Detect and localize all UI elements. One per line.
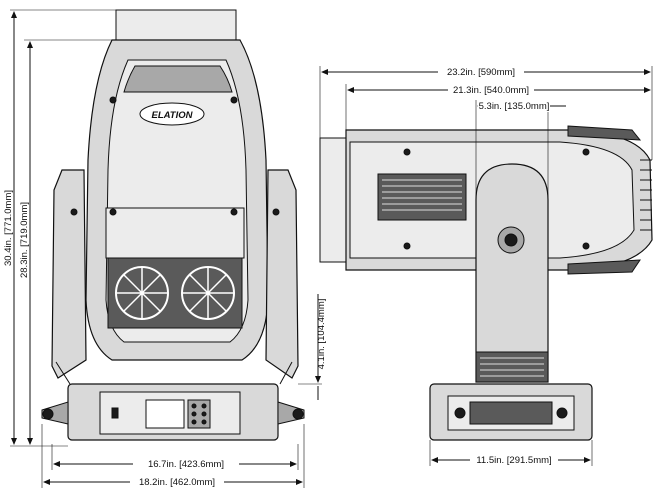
side-view — [319, 125, 653, 441]
side-base-grille — [469, 401, 553, 425]
front-key — [201, 411, 207, 417]
dim-base-height: 4.1in. [104.4mm] — [316, 299, 327, 370]
dim-side-overall-length: 23.2in. [590mm] — [447, 67, 515, 78]
front-handle-right-knob — [292, 408, 304, 420]
front-screw — [70, 208, 78, 216]
front-yoke-arm-right — [265, 169, 299, 379]
dim-label-bg — [130, 475, 224, 488]
side-screw — [403, 148, 411, 156]
side-dimensions: 23.2in. [590mm] 21.3in. [540.0mm] 5.3in.… — [319, 65, 653, 466]
front-fan-left-blades — [116, 267, 168, 319]
side-screw — [582, 242, 590, 250]
dim-base-width-front: 18.2in. [462.0mm] — [139, 477, 215, 488]
front-center-panel — [105, 207, 245, 259]
dim-head-height: 28.3in. [719.0mm] — [19, 202, 30, 278]
dim-label-bg — [133, 457, 239, 470]
side-arm-vent — [475, 351, 549, 383]
front-key — [201, 403, 207, 409]
front-screw — [230, 208, 238, 216]
side-tilt-hub-center — [504, 233, 518, 247]
front-keypad — [187, 399, 211, 429]
front-handle-left-knob — [42, 408, 54, 420]
front-fan-right-blades — [182, 267, 234, 319]
side-top-trim — [567, 125, 642, 141]
front-screw — [109, 96, 117, 104]
side-base-knob — [556, 407, 568, 419]
dim-label-bg — [478, 99, 550, 112]
front-yoke-arm-left — [51, 169, 87, 379]
front-connector — [111, 407, 119, 419]
front-logo-badge — [139, 102, 205, 126]
front-screw — [230, 96, 238, 104]
front-view: ELATION — [41, 9, 305, 441]
side-arm-vent-slats — [480, 357, 544, 377]
side-vent-slats — [382, 179, 462, 211]
front-screw — [272, 208, 280, 216]
side-screw — [403, 242, 411, 250]
front-dimensions: 30.4in. [771.0mm] 28.3in. [719.0mm] 4.1i… — [3, 9, 327, 488]
front-key — [191, 411, 197, 417]
side-screw — [582, 148, 590, 156]
side-bottom-trim — [567, 259, 641, 275]
front-screw — [109, 208, 117, 216]
side-rear-vents — [640, 159, 652, 231]
dim-total-height: 30.4in. [771.0mm] — [3, 190, 14, 266]
front-top-cap — [115, 9, 237, 41]
dim-arm-width: 16.7in. [423.6mm] — [148, 459, 224, 470]
front-key — [191, 419, 197, 425]
front-logo-text: ELATION — [152, 110, 194, 121]
side-vent-grille — [377, 173, 467, 221]
front-key — [191, 403, 197, 409]
dim-label-bg — [448, 83, 534, 96]
front-arm-vents — [55, 361, 293, 385]
side-yoke-arm — [475, 163, 549, 383]
front-head-band — [123, 65, 233, 93]
dim-label-bg — [470, 453, 558, 466]
dim-side-head-length: 21.3in. [540.0mm] — [453, 85, 529, 96]
front-key — [201, 419, 207, 425]
dim-label-bg — [438, 65, 524, 78]
dim-side-base-width: 11.5in. [291.5mm] — [476, 455, 551, 466]
dim-side-pivot-offset: 5.3in. [135.0mm] — [479, 101, 550, 112]
front-display — [145, 399, 185, 429]
side-lens-cap — [319, 137, 347, 263]
side-base-knob — [454, 407, 466, 419]
